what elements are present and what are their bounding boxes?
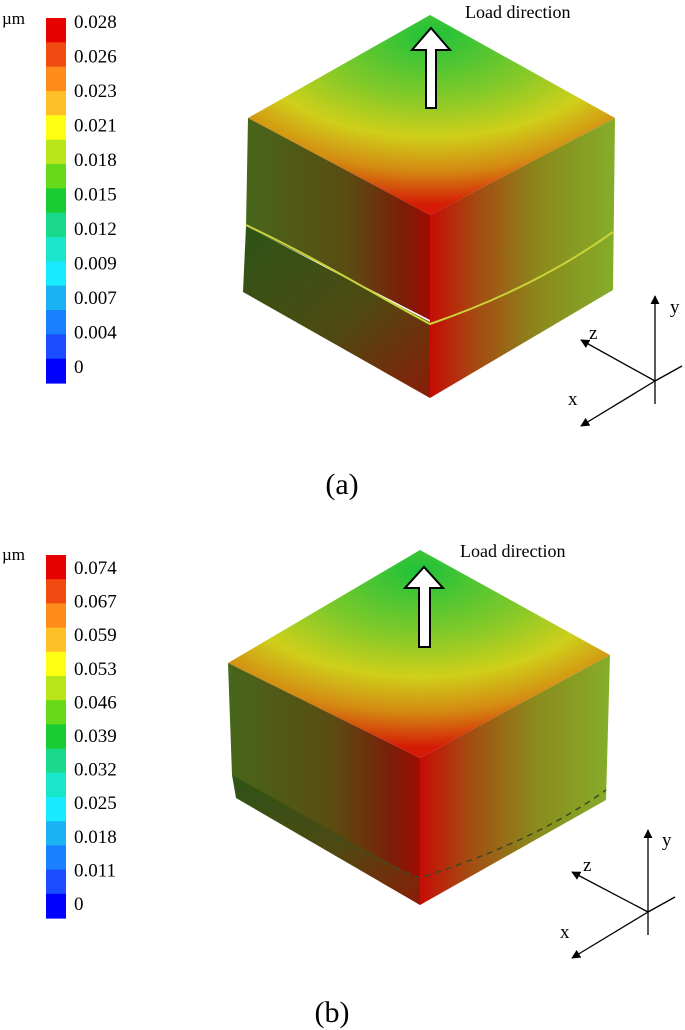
triad-a-z-axis [580,339,656,382]
legend-value-label: 0.011 [74,860,116,881]
legend-value-label: 0.059 [74,625,117,646]
legend-value-label: 0.023 [74,81,117,102]
legend-value-label: 0.015 [74,185,117,206]
colorbar-swatch [46,797,66,822]
cube-b-left-face [228,663,420,905]
colorbar-swatch [46,845,66,871]
cube-b [228,550,610,905]
colorbar-b [46,555,66,919]
unit-label-b: µm [2,545,25,564]
cube-a-right-face [430,118,615,398]
colorbar-swatch [46,188,66,214]
colorbar-swatch [46,164,66,189]
legend-value-label: 0 [74,894,84,915]
cube-a-left-face-upper [246,118,430,320]
legend-value-label: 0.007 [74,288,117,309]
legend-value-label: 0.039 [74,726,117,747]
colorbar-swatch [46,869,66,895]
cube-a-left-face-lower [243,226,430,398]
colorbar-swatch [46,66,66,92]
legend-values-b: 0.074 0.067 0.059 0.053 0.046 0.039 0.032 0.025… [74,558,117,915]
legend-value-label: 0.009 [74,254,117,275]
legend-value-label: 0.025 [74,793,117,814]
legend-value-label: 0.018 [74,150,117,171]
colorbar-swatch [46,115,66,141]
cube-b-left-face-lower [232,775,420,905]
legend-value-label: 0.032 [74,760,117,781]
legend-value-label: 0.028 [74,12,117,33]
colorbar-swatch [46,358,66,384]
axis-triad-b: y z x [560,829,676,959]
panel-b: µm 0.0740.0670.0590.0530.0460.0390.0320.… [2,541,676,1029]
legend-value-label: 0.018 [74,827,117,848]
legend-value-label: 0.021 [74,116,117,137]
triad-b-z-axis [571,871,649,913]
colorbar-swatch [46,821,66,846]
triad-a-x-label: x [568,389,578,410]
triad-b-x-axis [571,911,649,959]
load-direction-label-b: Load direction [460,541,565,561]
colorbar-swatch [46,555,66,580]
cube-b-interface-line [235,789,607,879]
legend-value-label: 0.012 [74,219,117,240]
cube-a-load-arrow-icon [409,26,453,109]
panel-a: µm 0.0280.0260.0230.0210.0180.0150.0120.… [2,2,683,501]
colorbar-swatch [46,893,66,919]
legend-value-label: 0.067 [74,592,117,613]
legend-value-label: 0.074 [74,558,117,579]
colorbar-swatch [46,651,66,677]
legend-values-a: 0.028 0.026 0.023 0.021 0.018 0.015 0.012 0.009… [74,12,117,378]
triad-b-extension [647,896,676,913]
cube-b-load-arrow-icon [402,565,446,648]
colorbar-swatch [46,772,66,798]
triad-b-x-label: x [560,922,570,943]
legend-value-label: 0 [74,357,84,378]
legend-value-label: 0.046 [74,692,117,713]
colorbar-a [46,18,66,384]
colorbar-swatch [46,700,66,725]
cube-a-interface-line [245,224,614,326]
colorbar-swatch [46,212,66,238]
load-direction-label-a: Load direction [465,2,570,22]
colorbar-swatch [46,91,66,116]
colorbar-swatch [46,42,66,68]
colorbar-swatch [46,18,66,43]
axis-triad-a: y z x [568,295,683,427]
colorbar-swatch [46,748,66,774]
triad-a-z-label: z [589,323,597,344]
colorbar-swatch [46,579,66,604]
colorbar-swatch [46,261,66,287]
colorbar-swatch [46,676,66,701]
legend-value-label: 0.053 [74,659,117,680]
colorbar-swatch [46,285,66,311]
colorbar-swatch [46,237,66,262]
cube-b-top-face [228,550,610,758]
unit-label-a: µm [2,9,25,28]
colorbar-swatch [46,627,66,653]
colorbar-swatch [46,139,66,165]
triad-a-y-label: y [670,297,680,318]
cube-a [243,15,615,398]
legend-value-label: 0.026 [74,47,117,68]
triad-a-x-axis [580,380,656,427]
triad-a-extension [654,365,683,382]
triad-b-z-label: z [583,855,591,876]
colorbar-swatch [46,334,66,360]
caption-b: (b) [315,996,350,1029]
triad-b-y-label: y [662,830,672,851]
colorbar-swatch [46,310,66,335]
caption-a: (a) [325,468,358,501]
cube-b-right-face [420,655,610,905]
colorbar-swatch [46,603,66,629]
legend-value-label: 0.004 [74,323,117,344]
colorbar-swatch [46,724,66,750]
cube-a-top-face [248,15,615,215]
